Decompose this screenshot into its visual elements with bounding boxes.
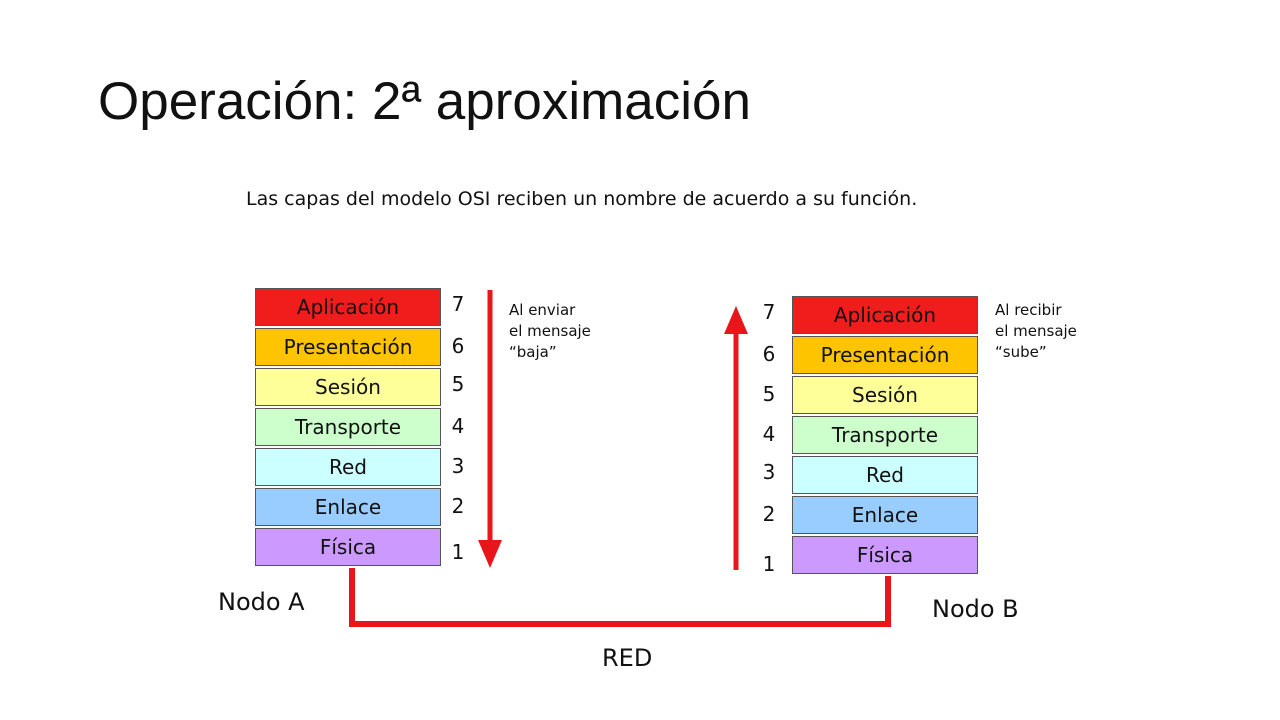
layer-label: Presentación xyxy=(283,335,413,359)
layer-number-2: 2 xyxy=(762,502,776,526)
layer-number-7: 7 xyxy=(762,300,776,324)
layer-aplicacion: Aplicación xyxy=(255,288,441,326)
node-b-label: Nodo B xyxy=(932,595,1019,623)
layer-number-2: 2 xyxy=(451,494,465,518)
layer-number-5: 5 xyxy=(451,372,465,396)
send-down-arrow xyxy=(478,290,502,568)
layer-label: Sesión xyxy=(852,383,918,407)
node-b-stack: Aplicación Presentación Sesión Transport… xyxy=(792,296,978,576)
layer-sesion: Sesión xyxy=(792,376,978,414)
layer-fisica: Física xyxy=(792,536,978,574)
node-a-note: Al enviar el mensaje “baja” xyxy=(509,301,591,361)
layer-label: Aplicación xyxy=(296,295,400,319)
layer-label: Red xyxy=(329,455,367,479)
layer-number-3: 3 xyxy=(762,460,776,484)
layer-number-1: 1 xyxy=(762,552,776,576)
node-a-stack: Aplicación Presentación Sesión Transport… xyxy=(255,288,441,568)
layer-label: Física xyxy=(319,535,377,559)
layer-red: Red xyxy=(792,456,978,494)
intro-text: Las capas del modelo OSI reciben un nomb… xyxy=(246,188,918,210)
layer-red: Red xyxy=(255,448,441,486)
layer-label: Sesión xyxy=(315,375,381,399)
layer-presentacion: Presentación xyxy=(792,336,978,374)
page-title: Operación: 2ª aproximación xyxy=(98,72,752,131)
layer-number-4: 4 xyxy=(762,422,776,446)
layer-aplicacion: Aplicación xyxy=(792,296,978,334)
layer-transporte: Transporte xyxy=(255,408,441,446)
layer-enlace: Enlace xyxy=(792,496,978,534)
layer-number-4: 4 xyxy=(451,414,465,438)
layer-label: Transporte xyxy=(831,423,939,447)
receive-up-arrow xyxy=(724,306,748,570)
layer-sesion: Sesión xyxy=(255,368,441,406)
layer-number-5: 5 xyxy=(762,382,776,406)
layer-presentacion: Presentación xyxy=(255,328,441,366)
layer-label: Física xyxy=(856,543,914,567)
layer-label: Presentación xyxy=(820,343,950,367)
layer-transporte: Transporte xyxy=(792,416,978,454)
layer-label: Transporte xyxy=(294,415,402,439)
layer-fisica: Física xyxy=(255,528,441,566)
node-b-note: Al recibir el mensaje “sube” xyxy=(995,301,1077,361)
layer-label: Aplicación xyxy=(833,303,937,327)
node-a-label: Nodo A xyxy=(218,588,305,616)
layer-enlace: Enlace xyxy=(255,488,441,526)
layer-number-1: 1 xyxy=(451,540,465,564)
layer-number-6: 6 xyxy=(762,342,776,366)
layer-number-6: 6 xyxy=(451,334,465,358)
network-link-line xyxy=(349,568,891,627)
network-label: RED xyxy=(602,644,653,672)
layer-label: Enlace xyxy=(314,495,382,519)
layer-label: Red xyxy=(866,463,904,487)
layer-number-3: 3 xyxy=(451,454,465,478)
layer-label: Enlace xyxy=(851,503,919,527)
layer-number-7: 7 xyxy=(451,292,465,316)
